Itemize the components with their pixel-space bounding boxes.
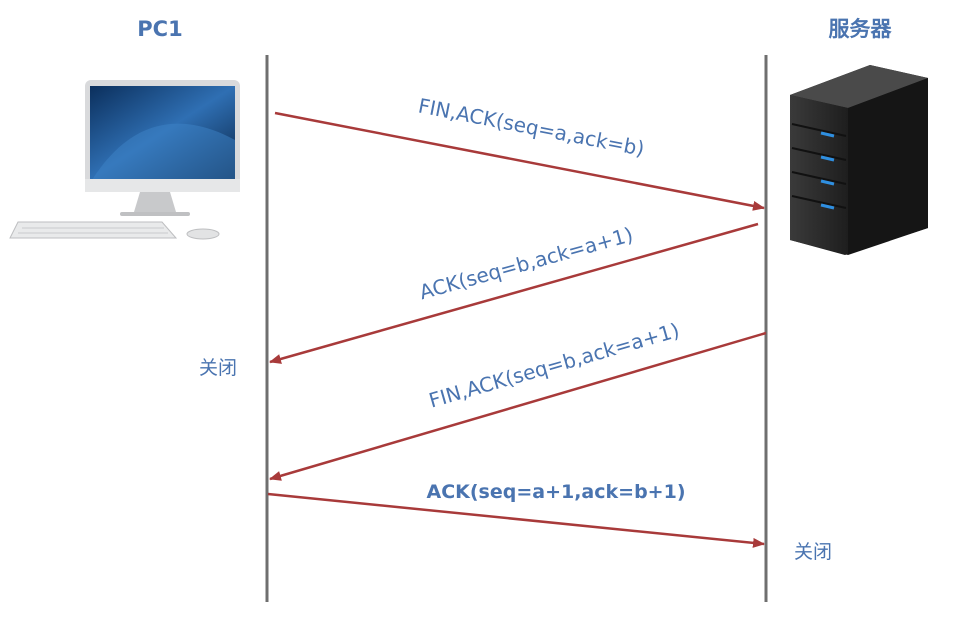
client-closed-label: 关闭: [199, 357, 237, 379]
server-label: 服务器: [829, 17, 893, 41]
message-label-3: FIN,ACK(seq=b,ack=a+1): [426, 318, 682, 413]
message-arrow-3: [269, 331, 767, 481]
message-arrow-4: [267, 492, 765, 548]
client-label: PC1: [137, 17, 182, 41]
message-label-2: ACK(seq=b,ack=a+1): [417, 222, 636, 304]
server-closed-label: 关闭: [794, 541, 832, 563]
message-arrow-2: [269, 222, 759, 364]
desktop-computer-icon: [9, 80, 240, 240]
message-label-4: ACK(seq=a+1,ack=b+1): [426, 481, 685, 503]
message-label-1: FIN,ACK(seq=a,ack=b): [416, 93, 646, 160]
message-arrow-1: [274, 111, 765, 211]
server-tower-icon: [790, 65, 928, 255]
